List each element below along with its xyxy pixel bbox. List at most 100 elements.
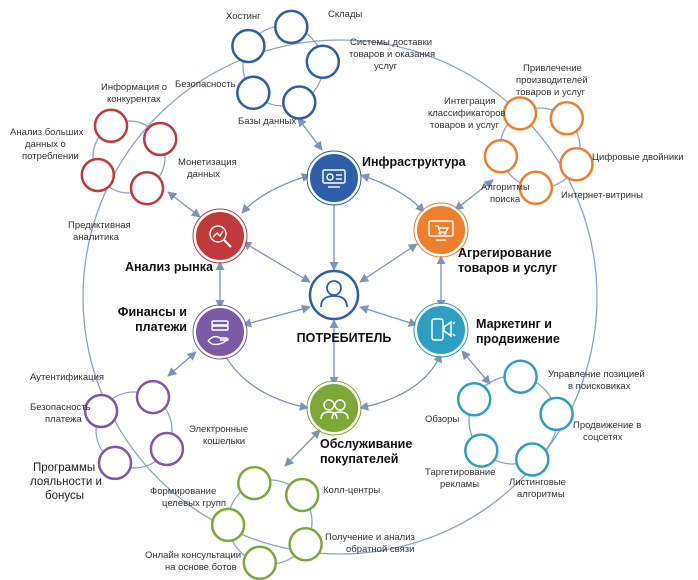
infra-hub-circle	[308, 152, 360, 204]
sat-label: на основе ботов	[165, 562, 237, 573]
fin-hub	[192, 304, 248, 360]
sat-label: данных	[187, 169, 220, 180]
sat-label: Информация о	[101, 82, 167, 93]
sat-label: Листинговые	[509, 477, 566, 488]
market-satellite-circle	[142, 121, 178, 157]
infra-satellite-labels: Хостинг Склады Системы доставки товаров …	[175, 9, 435, 127]
agg-satellite-circle	[549, 101, 585, 136]
sat-label: Интернет-витрины	[561, 190, 643, 201]
server-icon	[322, 169, 346, 188]
mkt-satellite-circle	[503, 359, 538, 394]
satellite-links	[167, 117, 494, 467]
sat-label: данных о	[25, 139, 66, 150]
sat-label: целевых групп	[162, 498, 226, 509]
fin-cluster-ring	[95, 391, 173, 469]
sat-label: лояльности и	[30, 476, 102, 488]
sat-label: в поисковиках	[568, 381, 631, 392]
sat-label: Колл-центры	[323, 485, 380, 496]
mkt-satellite-circle	[464, 433, 499, 468]
sat-label: платежа	[45, 414, 83, 425]
mkt-cluster	[456, 359, 574, 477]
sat-label: товаров и оказания	[349, 49, 435, 60]
infra-satellite-circle	[231, 28, 266, 64]
fin-hub-outline	[192, 304, 248, 360]
sat-label: Программы	[33, 462, 95, 474]
sat-label: производителей	[516, 75, 588, 86]
service-satellite-circle	[210, 507, 246, 543]
fin-cluster	[83, 379, 185, 481]
sat-label: соцсетях	[583, 432, 623, 443]
sat-label: услуг	[374, 61, 398, 72]
infra-hub-outline	[306, 150, 362, 206]
infra-cluster	[231, 9, 341, 120]
sat-label: обратной связи	[346, 544, 414, 555]
agg-satellite-circle	[518, 170, 554, 206]
agg-hub-outline	[413, 202, 469, 258]
infra-hub	[306, 150, 362, 206]
center-label: ПОТРЕБИТЕЛЬ	[297, 331, 392, 345]
mkt-satellite-circle	[456, 382, 492, 417]
mkt-satellite-labels: Управление позицией в поисковиках Обзоры…	[425, 369, 645, 500]
fin-satellite-circle	[149, 431, 185, 467]
hand-coins-icon	[207, 320, 229, 346]
sat-label: Склады	[328, 9, 362, 20]
sat-label: Электронные	[189, 424, 248, 435]
market-cluster-ring	[92, 120, 166, 194]
sat-label: Хостинг	[226, 11, 261, 22]
mkt-hub	[413, 302, 469, 358]
fin-satellite-circle	[135, 379, 171, 415]
mkt-satellite-circle	[515, 442, 550, 477]
sat-label: классификаторов	[428, 108, 506, 119]
mkt-hub-outline	[413, 302, 469, 358]
sat-label: Управление позицией	[548, 369, 645, 380]
shopping-cart-screen-icon	[428, 220, 454, 241]
market-satellite-circle	[93, 108, 129, 144]
agg-satellite-circle	[502, 96, 538, 131]
sat-label: Анализ больших	[10, 127, 84, 138]
sat-label: Монетизация	[178, 157, 237, 168]
service-hub-circle	[308, 382, 360, 434]
service-satellite-labels: Колл-центры Формирование целевых групп П…	[145, 485, 415, 573]
agg-hub	[413, 202, 469, 258]
sat-label: аналитика	[73, 232, 120, 243]
service-cluster	[210, 465, 323, 580]
sat-label: кошельки	[203, 436, 245, 447]
infra-satellite-circle	[282, 85, 317, 120]
service-satellite-circle	[242, 545, 278, 580]
market-hub-outline	[192, 208, 248, 264]
center-node: ПОТРЕБИТЕЛЬ	[297, 269, 392, 345]
sat-label: поиска	[490, 194, 521, 205]
hub-labels: Инфраструктура Анализ рынка Агрегировани…	[118, 155, 560, 466]
fin-satellite-labels: Аутентификация Безопасность платежа Элек…	[30, 372, 248, 502]
support-agents-icon	[320, 399, 349, 420]
fin-hub-circle	[194, 306, 246, 358]
outer-ring	[82, 39, 598, 555]
market-satellite-circle	[80, 157, 116, 193]
sat-label: алгоритмы	[517, 489, 565, 500]
fin-satellite-circle	[83, 393, 119, 429]
sat-label: Безопасность	[30, 402, 91, 413]
sat-label: конкурентах	[107, 94, 161, 105]
mkt-hub-circle	[415, 304, 467, 356]
market-label: Анализ рынка	[125, 260, 214, 274]
agg-cluster	[483, 96, 594, 206]
infra-label: Инфраструктура	[362, 155, 467, 169]
hubs	[192, 150, 469, 436]
service-hub	[306, 380, 362, 436]
agg-satellite-labels: Привлечение производителей товаров и усл…	[428, 63, 684, 205]
infra-satellite-circle	[236, 75, 271, 111]
sat-label: Интеграция	[444, 96, 496, 107]
sat-label: Базы данных	[238, 116, 296, 127]
agg-satellite-circle	[483, 139, 519, 174]
person-icon	[320, 280, 348, 308]
sat-label: Таргетирование	[425, 467, 495, 478]
sat-label: товаров и услуг	[516, 87, 586, 98]
market-satellite-labels: Информация о конкурентах Анализ больших …	[10, 82, 237, 243]
infra-satellite-circle	[305, 44, 341, 80]
sat-label: Предиктивная	[68, 220, 131, 231]
